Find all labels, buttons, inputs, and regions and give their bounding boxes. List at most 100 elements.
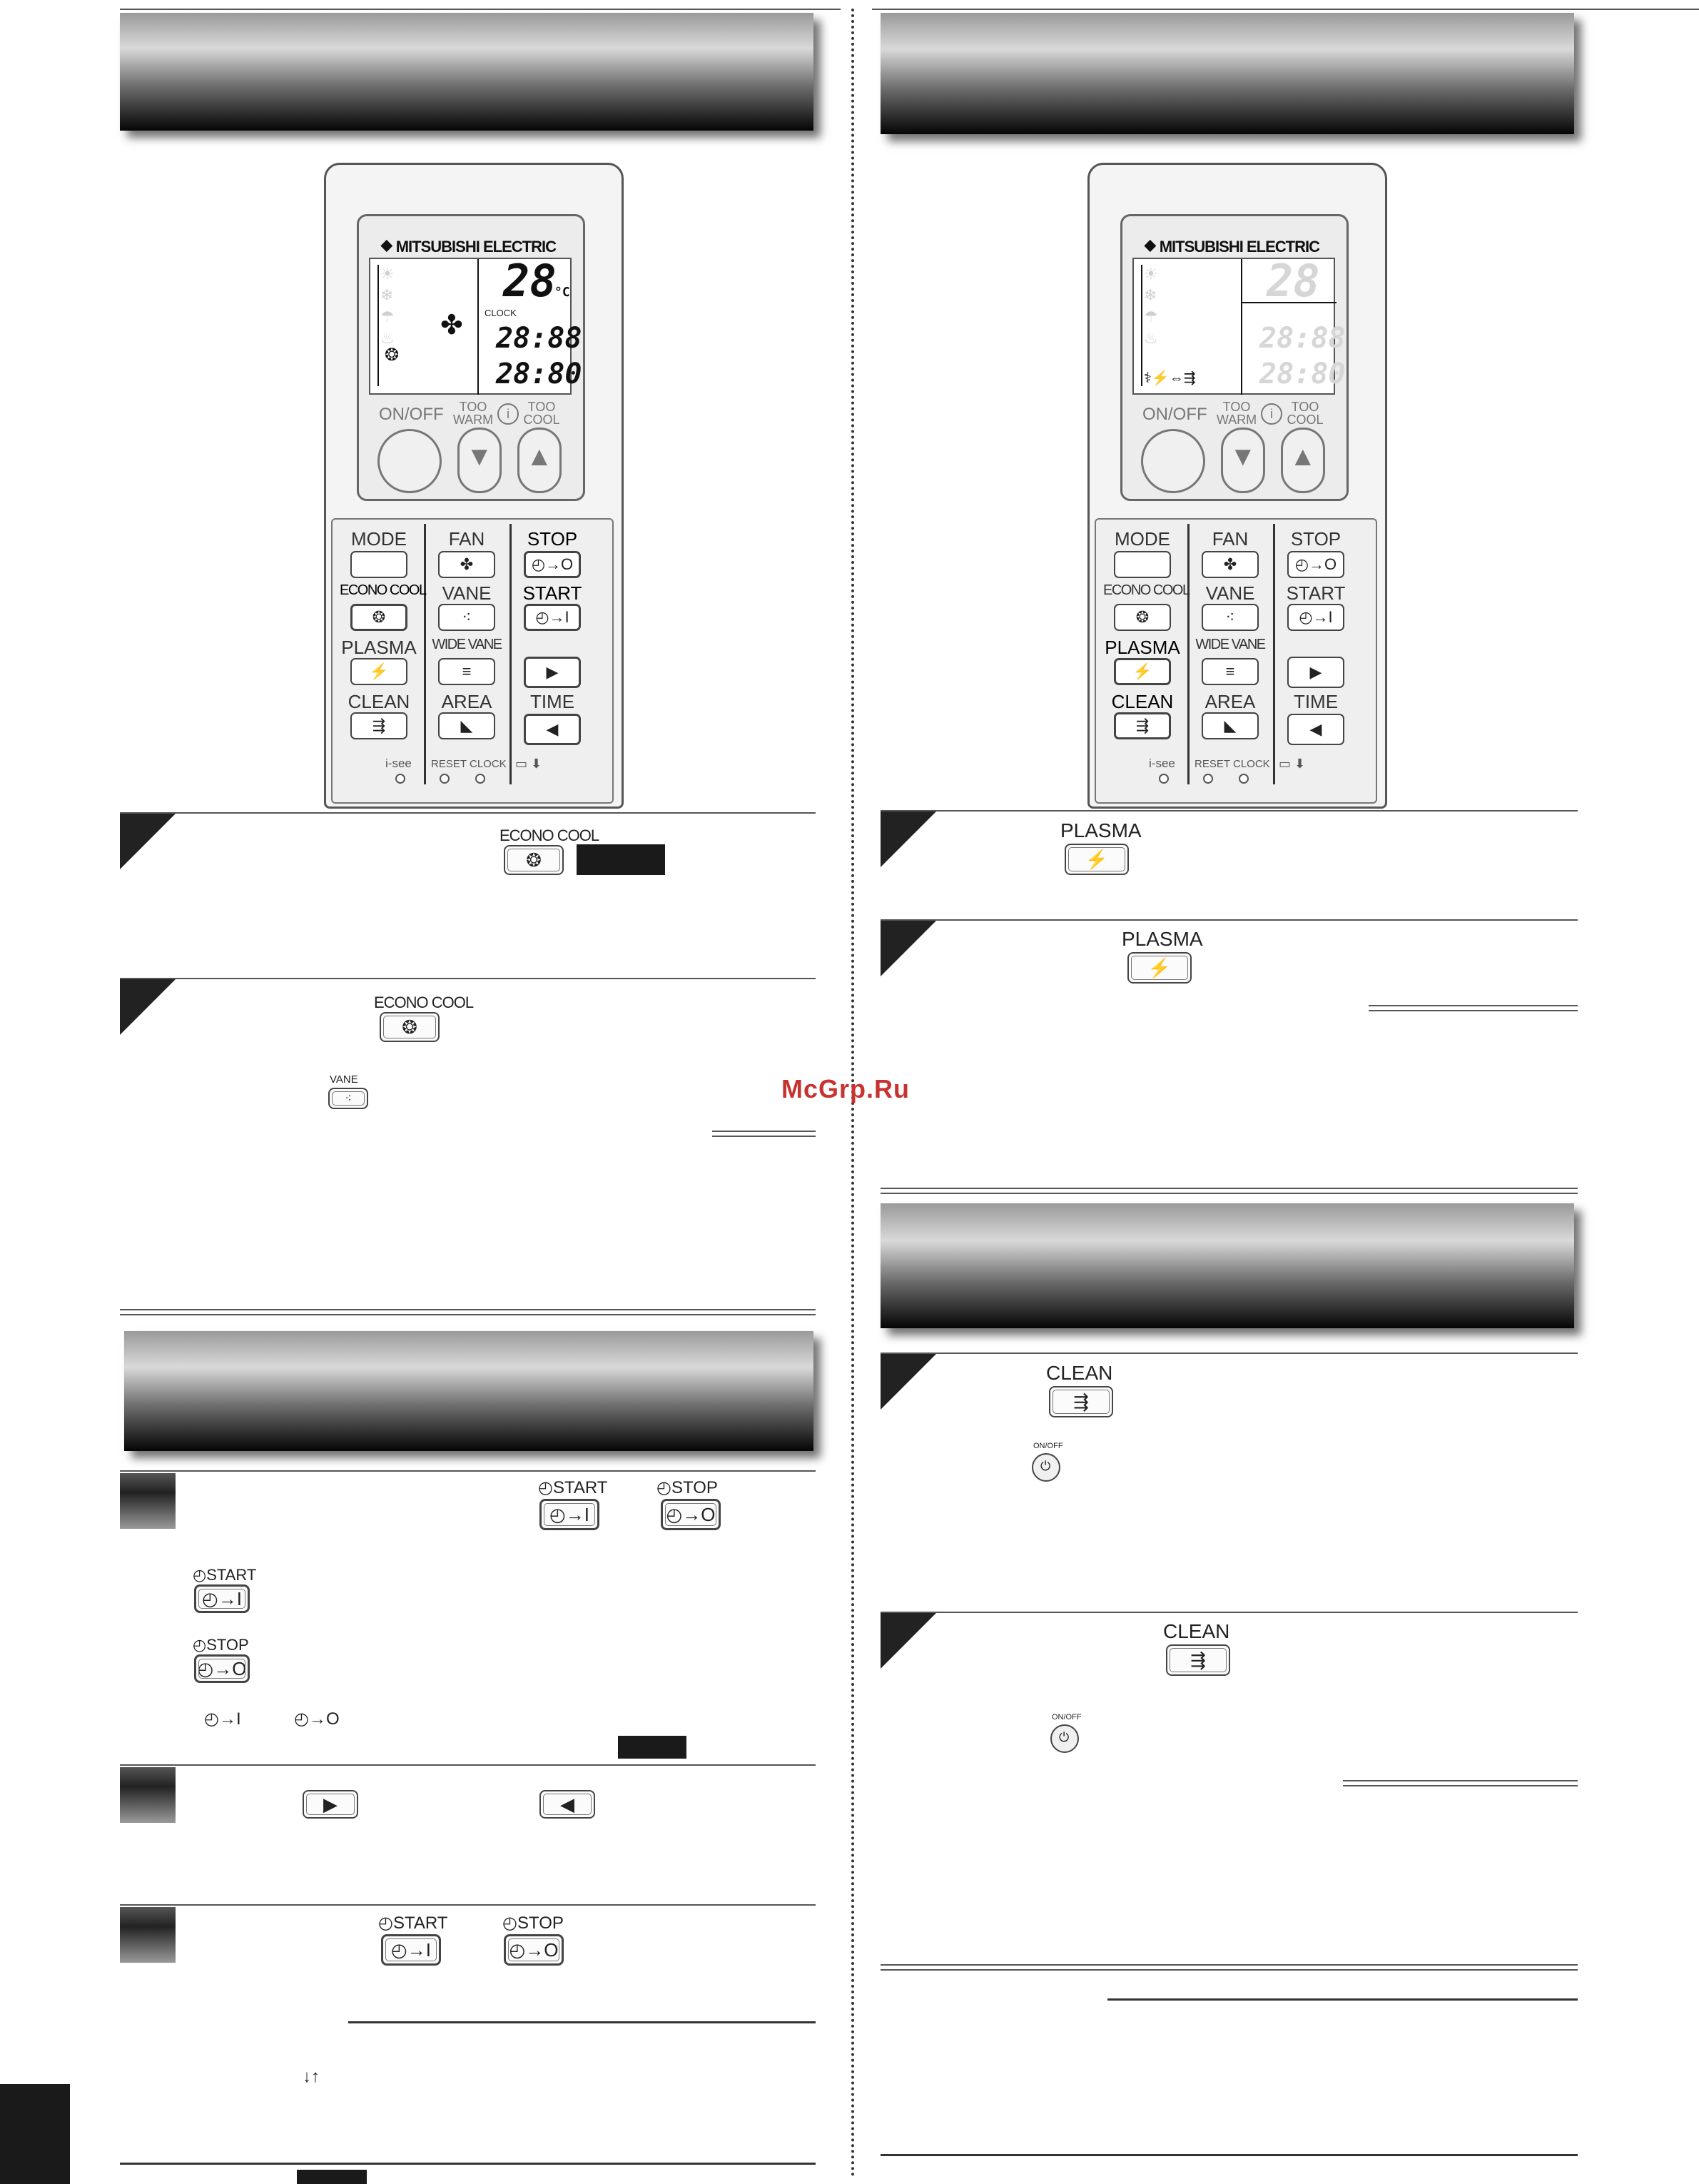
onoff-button[interactable] [377,429,442,493]
mitsubishi-logo-icon: ⯁ [380,238,393,256]
stop-timer-icon: ◴→O [531,555,574,573]
stop-timer-button[interactable]: ◴→O [194,1654,250,1683]
reset-pin[interactable] [1203,774,1213,784]
start-timer-button[interactable]: ◴→I [1287,604,1344,631]
vane-button[interactable]: ⁖ [328,1088,368,1109]
start-timer-button[interactable]: ◴→I [381,1934,441,1966]
too-warm-label: TOO WARM [1216,400,1257,427]
button-panel: MODE FAN ✤ STOP ◴→O ECONO COOL ❂ VANE ⁖ … [331,518,614,804]
start-label: ◴START [378,1913,448,1933]
time-back-button[interactable]: ◀ [524,714,581,745]
lcd-time-2: 28:80 [496,358,582,390]
stop-timer-button[interactable]: ◴→O [504,1934,564,1966]
clock-icon: ◴ [502,1913,517,1933]
plasma-button[interactable]: ⚡ [1114,658,1171,685]
vane-icon: ⁖ [345,1093,352,1105]
plasma-icon: ⚡ [369,662,389,680]
time-forward-button[interactable]: ▶ [303,1790,358,1819]
wide-vane-button[interactable]: ≡ [438,658,495,685]
clean-button[interactable]: ⇶ [350,712,407,739]
lcd-temperature: 28 [503,255,557,307]
start-timer-icon: ◴→I [535,608,569,626]
right-arrow-icon: ▶ [323,1793,338,1815]
stop-timer-button[interactable]: ◴→O [1287,551,1344,578]
plasma-button[interactable]: ⚡ [1127,952,1192,984]
onoff-button[interactable] [1141,429,1205,493]
start-timer-button[interactable]: ◴→I [524,604,581,631]
area-button[interactable]: ◣ [1202,712,1259,739]
section-end-line [881,1964,1578,1971]
start-timer-icon: ◴→I [549,1503,589,1525]
econo-cool-button[interactable]: ❂ [350,604,407,631]
fan-button[interactable]: ✤ [438,551,495,578]
down-arrow-icon: ▼ [466,442,493,472]
start-label: ◴START [193,1566,257,1584]
time-forward-button[interactable]: ▶ [1287,657,1344,688]
fan-button[interactable]: ✤ [1202,551,1259,578]
stop-timer-button[interactable]: ◴→O [661,1499,721,1530]
mode-badge [297,2170,367,2184]
clean-button[interactable]: ⇶ [1114,712,1171,739]
wide-vane-icon: ≡ [1225,662,1235,680]
lcd-time-2: 28:80 [1259,358,1346,390]
wide-vane-button[interactable]: ≡ [1202,658,1259,685]
lcd-time-1: 28:88 [1259,322,1346,355]
top-frame-line-right [872,9,1699,10]
step-number-2 [120,1767,176,1823]
econo-cool-icon: ❂ [526,849,542,871]
isee-pin[interactable] [395,774,405,784]
stop-label: ◴STOP [656,1478,718,1497]
isee-pin[interactable] [1159,774,1169,784]
plasma-icon: ⚡ [1085,848,1109,870]
clean-button[interactable]: ⇶ [1166,1644,1230,1676]
stop-timer-icon: ◴→O [1294,555,1337,573]
area-button[interactable]: ◣ [438,712,495,739]
stop-timer-button[interactable]: ◴→O [524,551,581,578]
vane-button[interactable]: ⁖ [438,604,495,631]
temp-down-button[interactable] [457,428,502,493]
clean-icon: ⇶ [1190,1649,1206,1671]
stop-timer-icon: ◴→O [509,1938,559,1961]
lcd-clock-label: CLOCK [485,308,517,318]
temp-down-button[interactable] [1221,428,1265,493]
start-timer-button[interactable]: ◴→I [194,1584,250,1613]
onoff-button[interactable] [1032,1453,1060,1482]
watermark: McGrp.Ru [781,1074,911,1103]
info-icon: i [1261,403,1282,425]
mode-button[interactable] [350,551,407,578]
onoff-label: ON/OFF [379,405,444,424]
econo-cool-button[interactable]: ❂ [380,1012,440,1042]
time-back-button[interactable]: ◀ [539,1790,595,1819]
onoff-button[interactable] [1050,1724,1079,1753]
stop-symbol: ◴→O [294,1709,340,1729]
econo-cool-button[interactable]: ❂ [1114,604,1171,631]
temp-up-button[interactable] [517,428,562,493]
clock-pin[interactable] [1239,774,1249,784]
reset-pin[interactable] [440,774,450,784]
area-icon: ◣ [1224,717,1237,734]
section-end-line [120,1309,816,1315]
econo-cool-button[interactable]: ❂ [504,845,564,875]
section-end-line [881,1188,1578,1194]
stop-timer-icon: ◴→O [666,1503,716,1525]
time-back-button[interactable]: ◀ [1287,714,1344,745]
plasma-button[interactable]: ⚡ [1065,844,1129,875]
temp-up-button[interactable] [1281,428,1325,493]
clean-icon: ⇶ [372,717,386,734]
wide-vane-icon: ≡ [462,662,472,680]
lcd-mode-icons: ☀❄☂♨ [1144,265,1158,347]
bottom-rule-left [120,2163,816,2165]
start-timer-button[interactable]: ◴→I [539,1499,599,1530]
right-arrow-icon: ▶ [546,663,559,681]
clock-pin[interactable] [475,774,485,784]
start-timer-icon: ◴→I [1299,608,1333,626]
mitsubishi-logo-icon: ⯁ [1144,238,1157,256]
clean-button[interactable]: ⇶ [1049,1386,1113,1417]
time-forward-button[interactable]: ▶ [524,657,581,688]
plasma-icon: ⚡ [1147,956,1172,979]
vane-button[interactable]: ⁖ [1202,604,1259,631]
lcd-time-1: 28:88 [496,322,582,355]
plasma-button[interactable]: ⚡ [350,658,407,685]
mode-button[interactable] [1114,551,1171,578]
econo-cool-lcd-icon: ❂ [385,345,400,365]
